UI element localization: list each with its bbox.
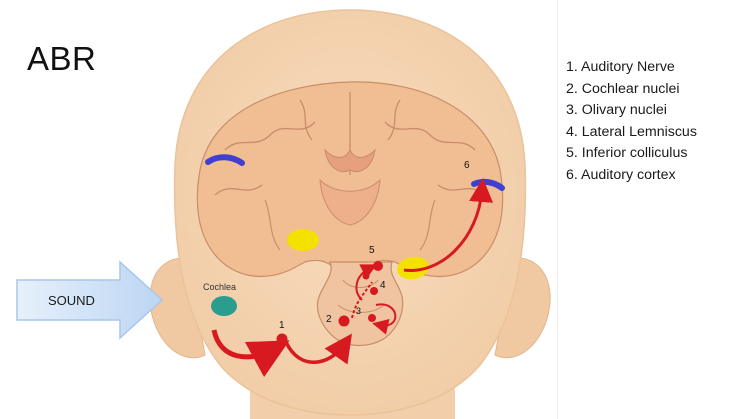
legend-item-cochlear-nuclei: 2. Cochlear nuclei (566, 79, 697, 101)
sound-label: SOUND (48, 293, 95, 308)
legend-item-olivary-nuclei: 3. Olivary nuclei (566, 100, 697, 122)
node-number-1: 1 (279, 320, 285, 331)
pathway-legend: 1. Auditory Nerve 2. Cochlear nuclei 3. … (566, 57, 697, 186)
node-lateral-lemniscus (370, 287, 378, 295)
node-cochlear-nuclei (339, 316, 350, 327)
legend-item-auditory-cortex: 6. Auditory cortex (566, 165, 697, 187)
cochlea-label: Cochlea (203, 282, 236, 292)
node-number-6: 6 (464, 160, 470, 171)
node-number-2: 2 (326, 314, 332, 325)
left-thalamic-nucleus (287, 229, 319, 251)
legend-item-lateral-lemniscus: 4. Lateral Lemniscus (566, 122, 697, 144)
node-number-5: 5 (369, 245, 375, 256)
node-olivary-nuclei (368, 314, 376, 322)
node-inferior-colliculus (373, 261, 383, 271)
sound-arrow: SOUND (17, 262, 162, 338)
legend-item-auditory-nerve: 1. Auditory Nerve (566, 57, 697, 79)
cochlea-marker (211, 296, 237, 316)
legend-item-inferior-colliculus: 5. Inferior colliculus (566, 143, 697, 165)
node-number-3: 3 (356, 306, 361, 316)
node-number-4: 4 (380, 280, 386, 291)
node-auditory-nerve (277, 334, 288, 345)
